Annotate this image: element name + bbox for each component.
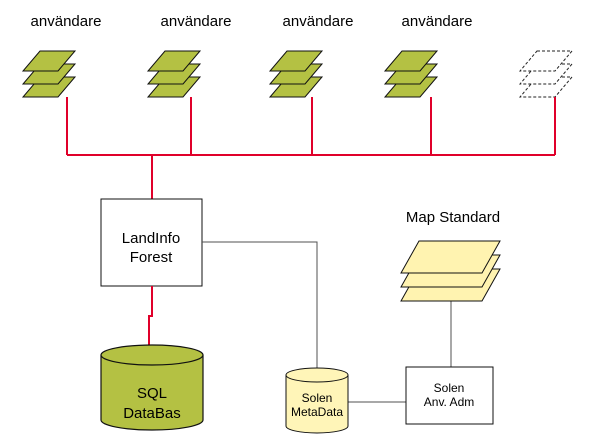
server-to-metadata-line <box>202 241 318 368</box>
user-group-placeholder <box>518 50 574 98</box>
map-layer-top <box>400 240 501 274</box>
database-label-line2: DataBas <box>123 405 181 422</box>
user-group-3: användare <box>268 13 354 98</box>
user-label: användare <box>402 13 473 30</box>
metadata-label-line2: MetaData <box>291 405 343 419</box>
metadata-cylinder-icon: Solen MetaData <box>285 367 349 434</box>
map-standard-group: Map Standard <box>400 209 501 302</box>
user-layer-stack-icon <box>146 50 202 98</box>
landinfo-forest-box: LandInfo Forest <box>100 198 203 287</box>
metadata-connectors <box>202 241 452 403</box>
map-layer-stack-icon <box>400 240 501 302</box>
user-group-1: användare <box>21 13 102 98</box>
admin-box: Solen Anv. Adm <box>405 366 494 425</box>
landinfo-label-line1: LandInfo <box>122 230 180 247</box>
user-layer-top <box>268 50 324 72</box>
database-cylinder-icon: SQL DataBas <box>100 344 204 431</box>
map-standard-title: Map Standard <box>406 209 500 226</box>
landinfo-label-line2: Forest <box>130 249 173 266</box>
user-layer-top <box>146 50 202 72</box>
user-layer-top <box>21 50 77 72</box>
placeholder-layer-stack-icon <box>518 50 574 98</box>
placeholder-layer-top <box>518 50 574 72</box>
user-group-2: användare <box>146 13 232 98</box>
admin-label-line1: Solen <box>434 381 465 395</box>
user-label: användare <box>283 13 354 30</box>
user-layer-top <box>383 50 439 72</box>
database-label-line1: SQL <box>137 385 167 402</box>
user-layer-stack-icon <box>21 50 77 98</box>
server-to-database-line <box>148 286 153 346</box>
user-group-4: användare <box>383 13 473 98</box>
user-layer-stack-icon <box>268 50 324 98</box>
user-label: användare <box>31 13 102 30</box>
metadata-label-line1: Solen <box>302 391 333 405</box>
user-layer-stack-icon <box>383 50 439 98</box>
admin-label-line2: Anv. Adm <box>424 395 474 409</box>
user-bus-connector <box>66 97 556 199</box>
user-label: användare <box>161 13 232 30</box>
